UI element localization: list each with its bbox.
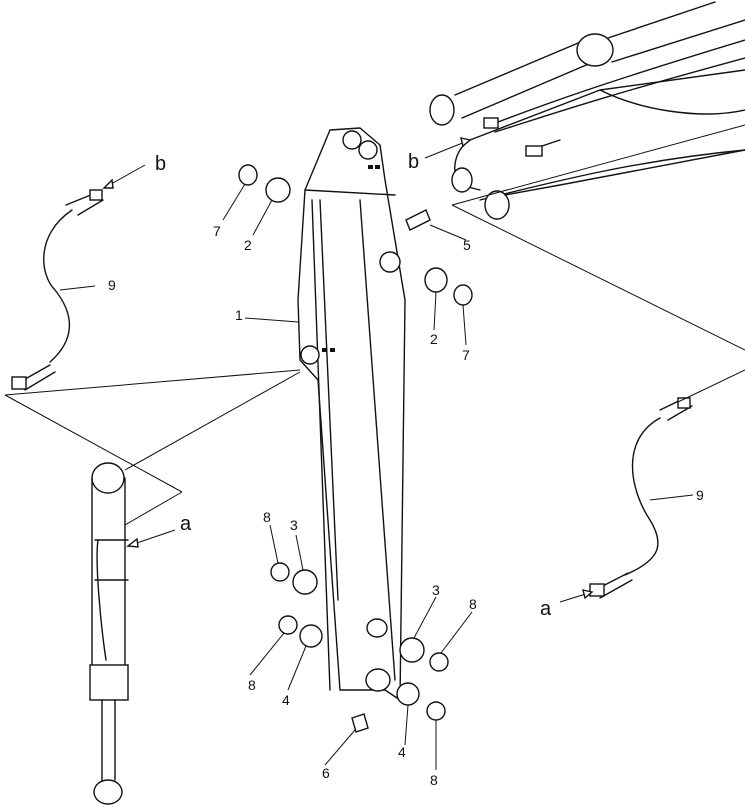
bushing-2-top (265, 177, 291, 203)
label-part-3-left: 3 (290, 517, 298, 533)
arm-part-1 (297, 127, 406, 701)
hose-right-9 (589, 397, 693, 599)
hose-left-9 (11, 189, 104, 391)
washer-7-top (238, 164, 258, 186)
label-ref-b-left: b (155, 153, 166, 175)
leader-lines (4, 124, 745, 770)
boom-assembly-top-right (429, 1, 745, 220)
label-part-8-right-lower: 8 (430, 772, 438, 788)
label-part-8-left-upper: 8 (263, 509, 271, 525)
bushing-3-right (399, 637, 425, 663)
part-labels: 1 2 2 3 3 4 4 5 6 7 7 8 8 8 8 9 9 a a b … (108, 151, 704, 788)
label-part-9-left: 9 (108, 277, 116, 293)
label-part-2-right: 2 (430, 331, 438, 347)
label-ref-a-right: a (540, 598, 552, 620)
washer-8-right-upper (429, 652, 449, 672)
grease-fitting-6 (351, 713, 369, 733)
label-part-8-left-lower: 8 (248, 677, 256, 693)
grease-fitting-5 (405, 209, 431, 231)
label-ref-b-right: b (408, 151, 419, 173)
washer-8-left-lower (278, 615, 298, 635)
label-ref-a-left: a (180, 513, 192, 535)
bushing-3-left (292, 569, 318, 595)
label-part-5: 5 (463, 237, 471, 253)
label-part-8-right-upper: 8 (469, 596, 477, 612)
label-part-7-top: 7 (213, 223, 221, 239)
label-part-1: 1 (235, 307, 243, 323)
bushing-4-right (396, 682, 420, 706)
arm-cylinder-left (89, 462, 129, 805)
bushings-and-washers (238, 164, 473, 733)
label-part-9-right: 9 (696, 487, 704, 503)
bushing-2-right (424, 267, 448, 293)
label-part-6: 6 (322, 765, 330, 781)
washer-7-right (453, 284, 473, 306)
washer-8-right-lower (426, 701, 446, 721)
bushing-4-left (299, 624, 323, 648)
washer-8-left-upper (270, 562, 290, 582)
label-part-4-left: 4 (282, 692, 290, 708)
label-part-4-right: 4 (398, 744, 406, 760)
label-part-7-right: 7 (462, 347, 470, 363)
label-part-2-top: 2 (244, 237, 252, 253)
label-part-3-right: 3 (432, 582, 440, 598)
